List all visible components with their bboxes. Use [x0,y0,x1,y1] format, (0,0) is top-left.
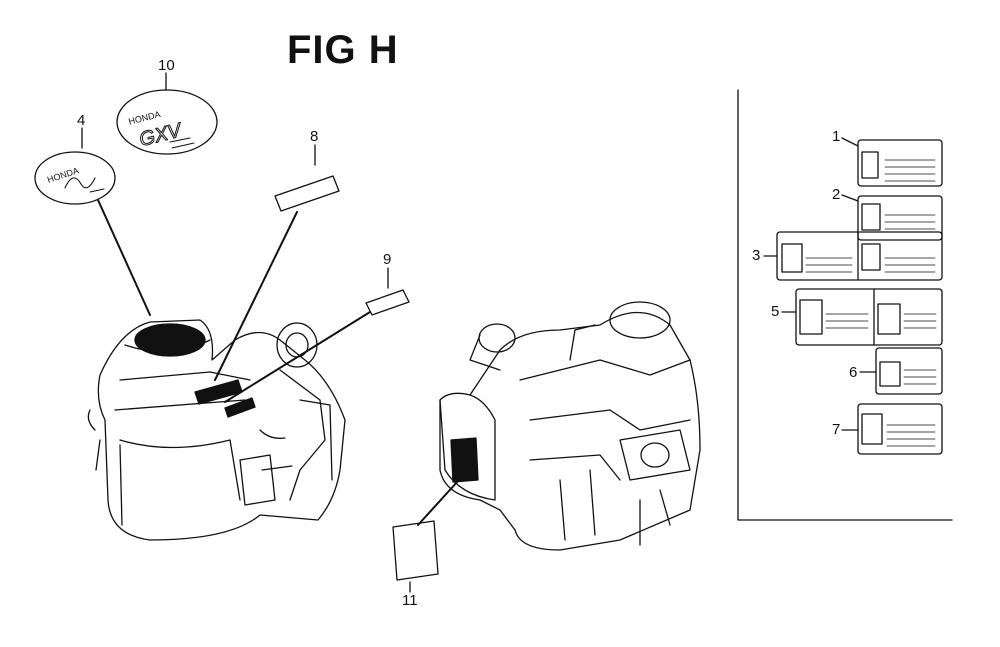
callout-9: 9 [383,251,392,268]
warning-label-7 [857,403,943,455]
emblem-honda: HONDA [34,151,116,205]
callout-4: 4 [77,112,86,129]
label-11-sticker [392,520,439,581]
engine-right [439,301,701,551]
warning-label-5 [795,288,943,346]
label-9-sticker [365,289,410,316]
callout-7: 7 [832,421,841,438]
callout-11: 11 [402,592,418,609]
callout-6: 6 [849,364,858,381]
label-panel-border [737,89,953,521]
label-8-sticker [274,175,340,212]
engine-left [87,319,346,541]
callout-2: 2 [832,186,841,203]
callout-3: 3 [752,247,761,264]
callout-10: 10 [158,57,175,74]
callout-1: 1 [832,128,841,145]
callout-5: 5 [771,303,780,320]
warning-label-2 [857,195,943,241]
callout-8: 8 [310,128,319,145]
warning-label-6 [875,347,943,395]
figure-title: FIG H [287,28,399,72]
emblem-gxv: HONDA GXV [116,89,218,155]
warning-label-1 [857,139,943,187]
emblem-honda-text: HONDA [46,165,80,185]
